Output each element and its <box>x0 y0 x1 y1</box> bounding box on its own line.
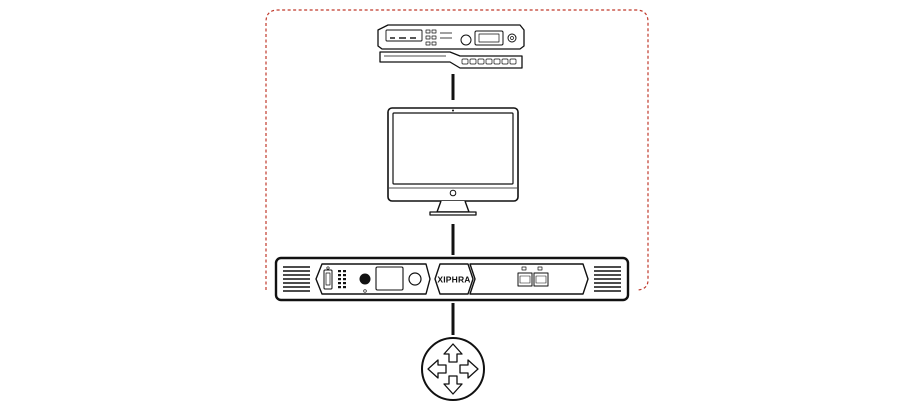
router-icon <box>421 337 485 401</box>
left-vent-icon <box>283 266 310 292</box>
rack-appliance-icon <box>274 256 630 302</box>
set-top-box-icon <box>377 24 525 69</box>
right-vent-icon <box>594 266 621 292</box>
monitor-icon <box>387 107 519 216</box>
brand-label: XIPHRA <box>437 275 470 285</box>
group-border <box>265 9 649 291</box>
status-led-grid <box>338 270 346 289</box>
